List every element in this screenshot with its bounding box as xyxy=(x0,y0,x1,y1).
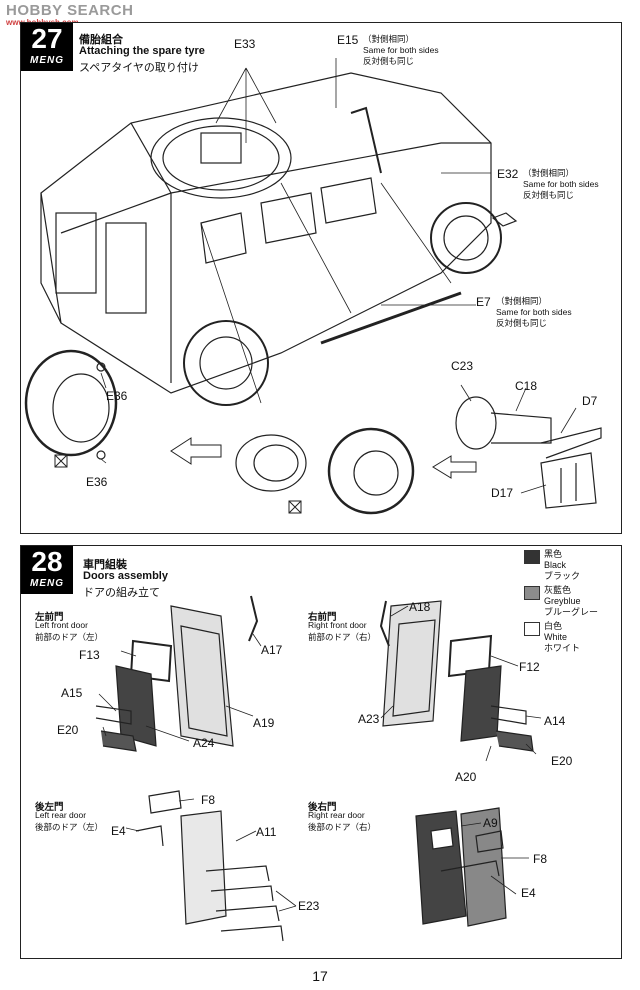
sub-rr-en: Right rear door xyxy=(308,810,365,820)
legend-swatch-black xyxy=(524,550,540,564)
label-e23: E23 xyxy=(298,899,320,913)
step-27-title-en: Attaching the spare tyre xyxy=(79,45,205,57)
label-a14: A14 xyxy=(544,714,566,728)
label-f12: F12 xyxy=(519,660,540,674)
note-e7-jp: 反対側も同じ xyxy=(496,318,548,328)
note-e15-jp: 反対側も同じ xyxy=(363,56,415,66)
label-c23: C23 xyxy=(451,359,474,373)
sub-lf-cn: 左前門 xyxy=(35,612,64,623)
note-e15-cn: （對側相同） xyxy=(363,34,415,44)
sub-lf-jp: 前部のドア（左） xyxy=(35,632,104,642)
note-e15-en: Same for both sides xyxy=(363,45,439,55)
label-a20: A20 xyxy=(455,770,477,784)
step-28-illustration xyxy=(95,595,542,942)
step-27-title-cn: 備胎組合 xyxy=(79,34,123,46)
label-e32: E32 xyxy=(497,167,519,181)
note-e7-en: Same for both sides xyxy=(496,307,572,317)
label-f13: F13 xyxy=(79,648,100,662)
meng-logo: MENG xyxy=(30,578,64,589)
note-e32-en: Same for both sides xyxy=(523,179,599,189)
sub-lr-jp: 後部のドア（左） xyxy=(35,822,104,832)
step-28-title-jp: ドアの組み立て xyxy=(83,587,160,599)
label-a15: A15 xyxy=(61,686,83,700)
label-a9: A9 xyxy=(483,816,498,830)
label-c18: C18 xyxy=(515,379,538,393)
step-27-illustration xyxy=(24,58,602,515)
note-e32-cn: （對側相同） xyxy=(523,168,575,178)
label-d17: D17 xyxy=(491,486,514,500)
step-28-title-cn: 車門組裝 xyxy=(83,559,127,571)
label-e33: E33 xyxy=(234,37,256,51)
legend-swatch-greyblue xyxy=(524,586,540,600)
label-d7: D7 xyxy=(582,394,598,408)
label-e20-left: E20 xyxy=(57,723,79,737)
sub-rr-cn: 後右門 xyxy=(308,802,337,813)
legend-greyblue-jp: ブルーグレー xyxy=(544,607,599,617)
label-e7: E7 xyxy=(476,295,491,309)
watermark-text: HOBBY SEARCH xyxy=(6,2,134,19)
legend-greyblue-en: Greyblue xyxy=(544,596,581,606)
label-e4-right: E4 xyxy=(521,886,536,900)
step-28-panel: 28 MENG 車門組裝 Doors assembly ドアの組み立て 黑色 B… xyxy=(20,545,622,959)
label-e36-top: E36 xyxy=(106,389,128,403)
legend-swatch-white xyxy=(524,622,540,636)
sub-rf-jp: 前部のドア（右） xyxy=(308,632,377,642)
legend-white-jp: ホワイト xyxy=(544,643,581,653)
label-e20-right: E20 xyxy=(551,754,573,768)
label-a23: A23 xyxy=(358,712,380,726)
note-e7-cn: （對側相同） xyxy=(496,296,548,306)
label-f8-left: F8 xyxy=(201,793,216,807)
note-e32-jp: 反対側も同じ xyxy=(523,190,575,200)
step-27-panel: 27 MENG 備胎組合 Attaching the spare tyre スペ… xyxy=(20,22,622,534)
legend-white-en: White xyxy=(544,632,568,642)
step-27-badge: 27 MENG xyxy=(21,23,73,71)
sub-lr-cn: 後左門 xyxy=(35,802,64,813)
sub-lf-en: Left front door xyxy=(35,620,88,630)
step-28-number: 28 xyxy=(31,546,63,577)
sub-rf-en: Right front door xyxy=(308,620,367,630)
label-e15: E15 xyxy=(337,33,359,47)
step-27-title-jp: スペアタイヤの取り付け xyxy=(79,62,199,74)
page-number: 17 xyxy=(312,968,328,984)
step-28-badge: 28 MENG xyxy=(21,546,73,594)
sub-rr-jp: 後部のドア（右） xyxy=(308,822,377,832)
label-e4-left: E4 xyxy=(111,824,126,838)
legend-black-jp: ブラック xyxy=(544,571,581,581)
legend-greyblue-cn: 灰藍色 xyxy=(544,585,572,595)
legend-black-en: Black xyxy=(544,560,567,570)
label-a17: A17 xyxy=(261,643,283,657)
meng-logo: MENG xyxy=(30,55,64,66)
label-a24: A24 xyxy=(193,736,215,750)
sub-lr-en: Left rear door xyxy=(35,810,87,820)
legend-black-cn: 黑色 xyxy=(544,549,563,559)
label-a18: A18 xyxy=(409,600,431,614)
label-a19: A19 xyxy=(253,716,275,730)
label-e36-bottom: E36 xyxy=(86,475,108,489)
label-a11: A11 xyxy=(256,825,277,839)
sub-rf-cn: 右前門 xyxy=(308,612,337,623)
step-27-number: 27 xyxy=(31,23,63,54)
step-28-title-en: Doors assembly xyxy=(83,570,168,582)
legend-white-cn: 白色 xyxy=(544,621,563,631)
label-f8-right: F8 xyxy=(533,852,548,866)
